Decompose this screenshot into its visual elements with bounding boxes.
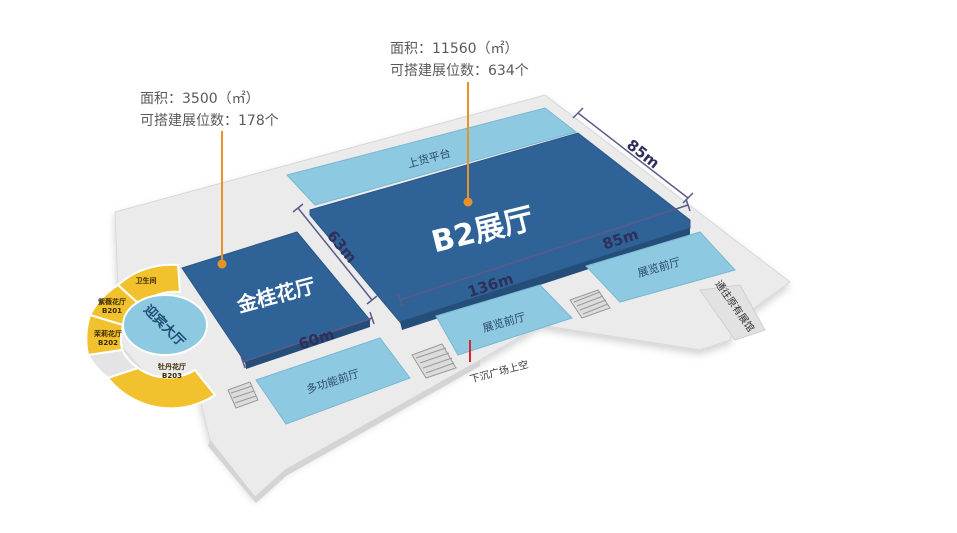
- b2-hall-side: [400, 228, 690, 330]
- restroom-label: 卫生间: [136, 276, 157, 285]
- leader-b2-dot: [463, 197, 473, 207]
- ziwei-room-code: B201: [102, 307, 122, 315]
- multi-foyer: [255, 337, 411, 425]
- stairs-right: [569, 289, 611, 319]
- jingui-annotation: 面积：3500（㎡） 可搭建展位数：178个: [140, 88, 279, 132]
- b2-annotation: 面积：11560（㎡） 可搭建展位数：634个: [390, 38, 529, 82]
- connector-corridor: [699, 284, 766, 341]
- ring-rooms: [85, 263, 217, 410]
- foyer-center: [435, 284, 573, 356]
- b2-booths-text: 可搭建展位数：634个: [390, 63, 529, 79]
- b2-area-text: 面积：11560（㎡）: [390, 41, 519, 57]
- mudan-room-code: B203: [162, 372, 182, 380]
- loading-platform: [286, 107, 578, 206]
- dimension-lines: [240, 107, 694, 369]
- ziwei-room-name: 紫薇花厅: [98, 297, 126, 306]
- mudan-room-name: 牡丹花厅: [158, 362, 186, 371]
- foyer-right: [585, 231, 736, 303]
- jingui-booths-text: 可搭建展位数：178个: [140, 113, 279, 129]
- jingui-hall-side: [245, 320, 370, 369]
- yingbin-lobby: [122, 294, 208, 356]
- jingui-area-text: 面积：3500（㎡）: [140, 91, 260, 107]
- stairs-center: [411, 343, 457, 379]
- leader-jingui-dot: [217, 259, 227, 269]
- stairs-left: [227, 381, 259, 409]
- moli-room-code: B202: [98, 339, 118, 347]
- moli-room-name: 茉莉花厅: [94, 329, 122, 338]
